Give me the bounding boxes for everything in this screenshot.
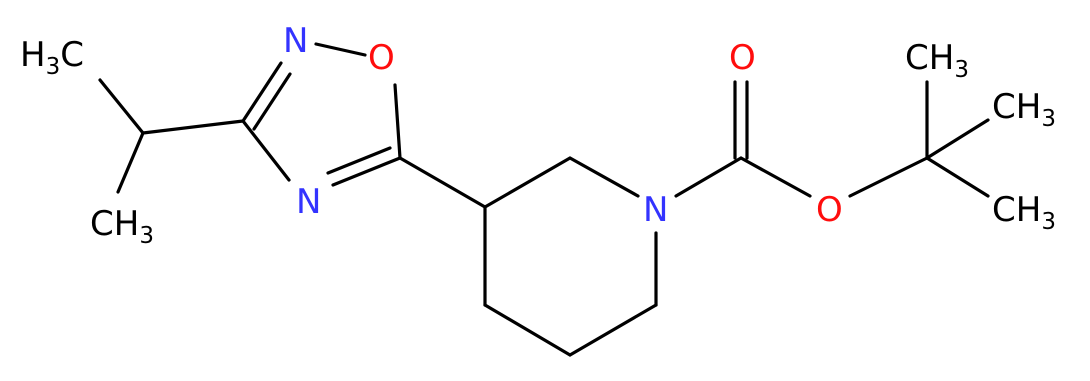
bond-c5-n4	[331, 156, 402, 187]
bond-ch-ch3b	[116, 131, 145, 194]
methyl-label-c: CH3	[905, 38, 969, 83]
methyl-label-e: CH3	[992, 190, 1056, 235]
bond-c5-n4-double	[326, 146, 392, 175]
bond-n-ccarbonyl	[674, 156, 743, 198]
bond-pip-c2-n	[568, 156, 640, 198]
piperidine-nitrogen: N	[643, 190, 668, 230]
methyl-label-a: H3C	[20, 35, 84, 80]
carbonyl-oxygen: O	[729, 38, 756, 78]
ester-oxygen: O	[816, 190, 843, 230]
oxadiazole-oxygen: O	[368, 38, 395, 78]
methyl-label-b: CH3	[90, 204, 154, 249]
bonds	[98, 42, 990, 357]
bond-pip-c6-c5	[568, 303, 658, 357]
bond-ch3a-ch	[98, 78, 145, 135]
bond-c3-n2	[241, 61, 283, 123]
bond-pip-c3-c2	[483, 156, 572, 209]
bond-c5-c3pip	[398, 156, 487, 209]
bond-o1-c5	[393, 83, 402, 160]
oxadiazole-nitrogen-top: N	[283, 21, 308, 61]
atom-labels: H3C CH3 N O N N O O CH3 CH3 CH3	[20, 21, 1056, 249]
bond-n2-o1	[314, 42, 367, 57]
bond-pip-c5-c4	[483, 303, 572, 357]
bond-cq-ch3d	[925, 118, 990, 160]
bond-ch-c3	[141, 119, 245, 135]
oxadiazole-nitrogen-bottom: N	[296, 182, 321, 222]
bond-oester-cq	[848, 156, 929, 198]
bond-ccarbonyl-oester	[739, 156, 812, 198]
bond-c3-n2-double	[252, 72, 292, 131]
bond-n4-c3	[241, 119, 291, 182]
bond-cq-ch3e	[925, 156, 990, 198]
methyl-label-d: CH3	[992, 87, 1056, 132]
